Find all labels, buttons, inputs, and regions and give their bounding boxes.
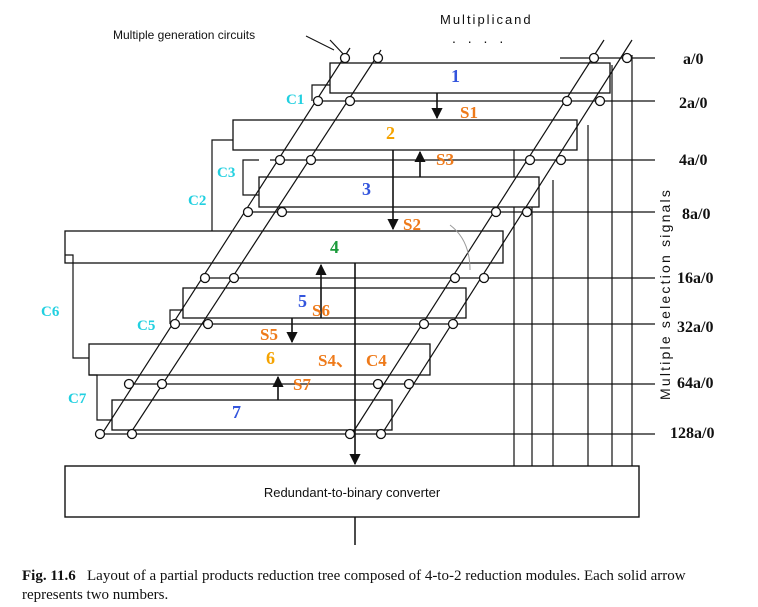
s-label-s5: S5 bbox=[260, 325, 278, 344]
multiple-label-16a: 16a/0 bbox=[677, 270, 713, 287]
multiple-label-128a: 128a/0 bbox=[670, 425, 714, 442]
dot bbox=[126, 428, 138, 440]
multiplicand-label: Multiplicand bbox=[440, 12, 533, 27]
module-box-3 bbox=[258, 176, 540, 208]
dot bbox=[199, 272, 211, 284]
dot bbox=[521, 206, 533, 218]
module-box-1 bbox=[329, 62, 611, 94]
dot bbox=[344, 428, 356, 440]
s-label-s3: S3 bbox=[436, 150, 454, 169]
selection-signals-label: Multiple selection signals bbox=[657, 188, 673, 400]
dot bbox=[588, 52, 600, 64]
s-label-s6: S6 bbox=[312, 301, 330, 320]
dot bbox=[490, 206, 502, 218]
dot bbox=[449, 272, 461, 284]
selection-bus-lines bbox=[513, 55, 633, 466]
module-box-2 bbox=[232, 119, 578, 151]
dot bbox=[555, 154, 567, 166]
dot bbox=[524, 154, 536, 166]
c-label-c7: C7 bbox=[68, 391, 87, 407]
dot bbox=[447, 318, 459, 330]
dot bbox=[169, 318, 181, 330]
connection-dots bbox=[94, 52, 633, 440]
converter-box bbox=[64, 465, 640, 518]
dot bbox=[372, 52, 384, 64]
dot bbox=[372, 378, 384, 390]
c-label-c1: C1 bbox=[286, 92, 304, 108]
data-arrows bbox=[272, 93, 443, 466]
module-number-7: 7 bbox=[232, 402, 241, 422]
dot bbox=[594, 95, 606, 107]
multiple-generation-pointer bbox=[305, 35, 335, 51]
c-label-c6: C6 bbox=[41, 304, 60, 320]
multiple-label-64a: 64a/0 bbox=[677, 375, 713, 392]
dot bbox=[621, 52, 633, 64]
module-boxes bbox=[64, 62, 611, 431]
figure-number: Fig. 11.6 bbox=[22, 568, 76, 584]
dot bbox=[123, 378, 135, 390]
dot bbox=[305, 154, 317, 166]
module-number-4: 4 bbox=[330, 237, 339, 257]
dot bbox=[276, 206, 288, 218]
figure-caption: Fig. 11.6 Layout of a partial products r… bbox=[22, 567, 722, 605]
module-box-5 bbox=[182, 287, 467, 319]
module-box-6 bbox=[88, 343, 431, 376]
s-label-s4: S4、 bbox=[318, 351, 353, 370]
dot bbox=[274, 154, 286, 166]
dot bbox=[228, 272, 240, 284]
dot bbox=[94, 428, 106, 440]
multiple-lines bbox=[95, 57, 655, 435]
module-box-7 bbox=[111, 399, 393, 431]
converter-label: Redundant-to-binary converter bbox=[264, 485, 441, 500]
multiple-label-32a: 32a/0 bbox=[677, 319, 713, 336]
dot bbox=[339, 52, 351, 64]
c-label-c3: C3 bbox=[217, 165, 235, 181]
module-number-3: 3 bbox=[362, 179, 371, 199]
c-label-c4: C4 bbox=[366, 351, 387, 370]
dot bbox=[403, 378, 415, 390]
module-number-1: 1 bbox=[451, 66, 460, 86]
multiple-label-2a: 2a/0 bbox=[679, 95, 707, 112]
multiple-generation-label: Multiple generation circuits bbox=[113, 28, 255, 42]
dot bbox=[344, 95, 356, 107]
c-label-c5: C5 bbox=[137, 318, 155, 334]
guide-curve bbox=[449, 224, 471, 271]
module-number-5: 5 bbox=[298, 291, 307, 311]
dot bbox=[156, 378, 168, 390]
caption-text: Layout of a partial products reduction t… bbox=[22, 568, 686, 603]
module-number-6: 6 bbox=[266, 348, 275, 368]
c-label-c2: C2 bbox=[188, 193, 206, 209]
slanted-routing-lines bbox=[99, 39, 633, 438]
dot bbox=[418, 318, 430, 330]
module-box-4 bbox=[64, 230, 504, 264]
reduction-tree-diagram: Redundant-to-binary converter Multiplica… bbox=[41, 12, 714, 545]
s-label-s7: S7 bbox=[293, 375, 311, 394]
dot bbox=[478, 272, 490, 284]
dot bbox=[375, 428, 387, 440]
s-label-s2: S2 bbox=[403, 215, 421, 234]
s-label-s1: S1 bbox=[460, 103, 478, 122]
dot bbox=[242, 206, 254, 218]
multiple-label-4a: 4a/0 bbox=[679, 152, 707, 169]
module-number-2: 2 bbox=[386, 123, 395, 143]
multiple-label-8a: 8a/0 bbox=[682, 206, 710, 223]
dot bbox=[561, 95, 573, 107]
dot bbox=[202, 318, 214, 330]
multiple-label-a: a/0 bbox=[683, 51, 703, 68]
multiplicand-dots: . . . . bbox=[452, 30, 507, 46]
dot bbox=[312, 95, 324, 107]
carry-connections bbox=[65, 84, 330, 421]
